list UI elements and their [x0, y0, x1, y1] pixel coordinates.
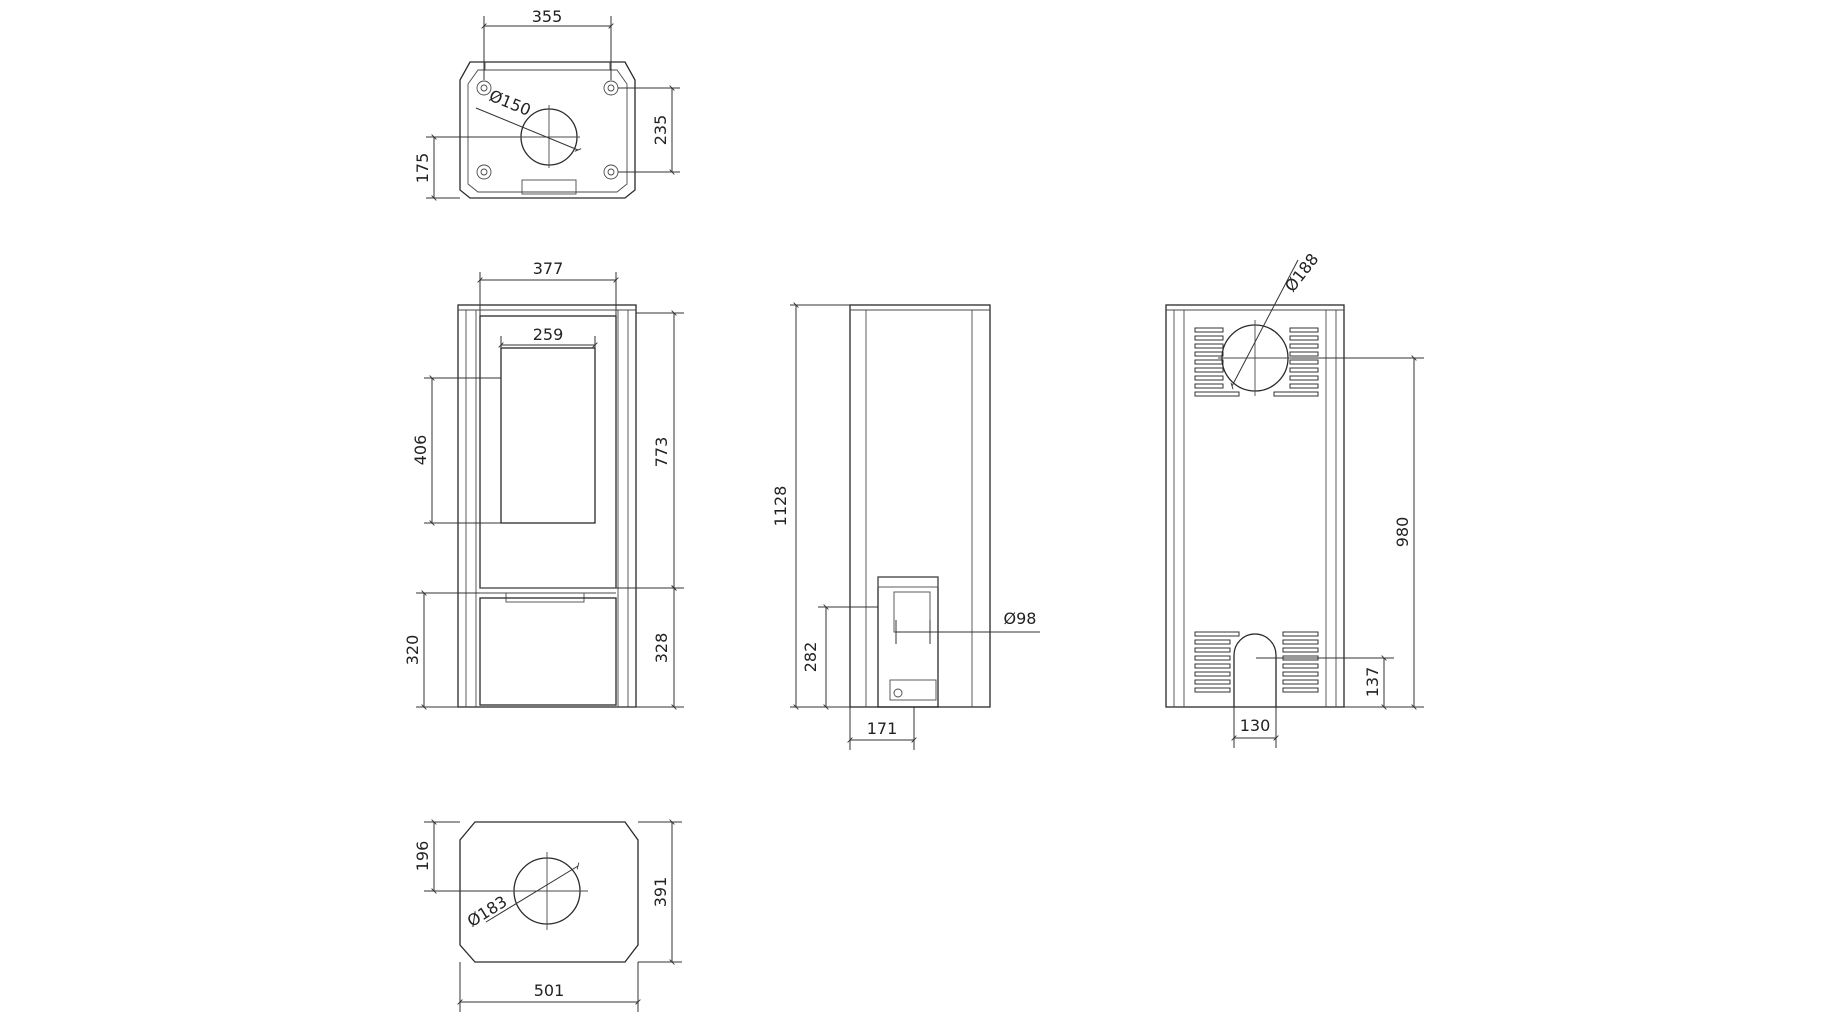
- front-view: 377 259 406 773 328 320: [403, 259, 684, 710]
- back-view: Ø188 980 137 130: [1165, 250, 1424, 748]
- dim-front-glass-height: 406: [411, 435, 430, 466]
- dim-front-door-bottom: 773: [652, 437, 671, 468]
- dim-side-height: 1128: [771, 486, 790, 527]
- top-feet: [476, 80, 619, 180]
- dim-side-air-inlet-offset: 171: [867, 719, 898, 738]
- front-glass: [500, 347, 596, 524]
- side-view: 1128 282 Ø98 171: [771, 302, 1040, 750]
- dim-base-hole-diameter: Ø183: [464, 892, 511, 931]
- dim-front-width: 377: [533, 259, 564, 278]
- front-ash-panel: [479, 597, 617, 706]
- back-upper-vents: [1194, 327, 1319, 397]
- dim-side-air-inlet-height: 282: [801, 642, 820, 673]
- dim-base-depth-offset: 196: [413, 841, 432, 872]
- base-plate-outline: [459, 821, 639, 963]
- dim-front-ash-height: 320: [403, 635, 422, 666]
- dim-top-depth: 235: [651, 115, 670, 146]
- dim-base-width: 501: [534, 981, 565, 1000]
- back-air-inlet-arch: [1233, 633, 1277, 707]
- dim-back-flue-diameter: Ø188: [1281, 250, 1323, 296]
- dim-top-width: 355: [532, 7, 563, 26]
- dim-side-air-inlet-diameter: Ø98: [1004, 609, 1037, 628]
- dim-back-flue-height: 980: [1393, 517, 1412, 548]
- back-lower-vents: [1194, 631, 1319, 693]
- dim-top-flue-offset: 175: [413, 153, 432, 184]
- dim-front-glass-width: 259: [533, 325, 564, 344]
- dim-front-door-gap: 328: [652, 633, 671, 664]
- top-view: 355 235 175 Ø150: [413, 7, 680, 201]
- base-plate-view: 196 391 501 Ø183: [413, 819, 682, 1012]
- dim-base-depth: 391: [651, 877, 670, 908]
- dim-back-inlet-height: 137: [1363, 667, 1382, 698]
- dim-back-inlet-width: 130: [1240, 716, 1271, 735]
